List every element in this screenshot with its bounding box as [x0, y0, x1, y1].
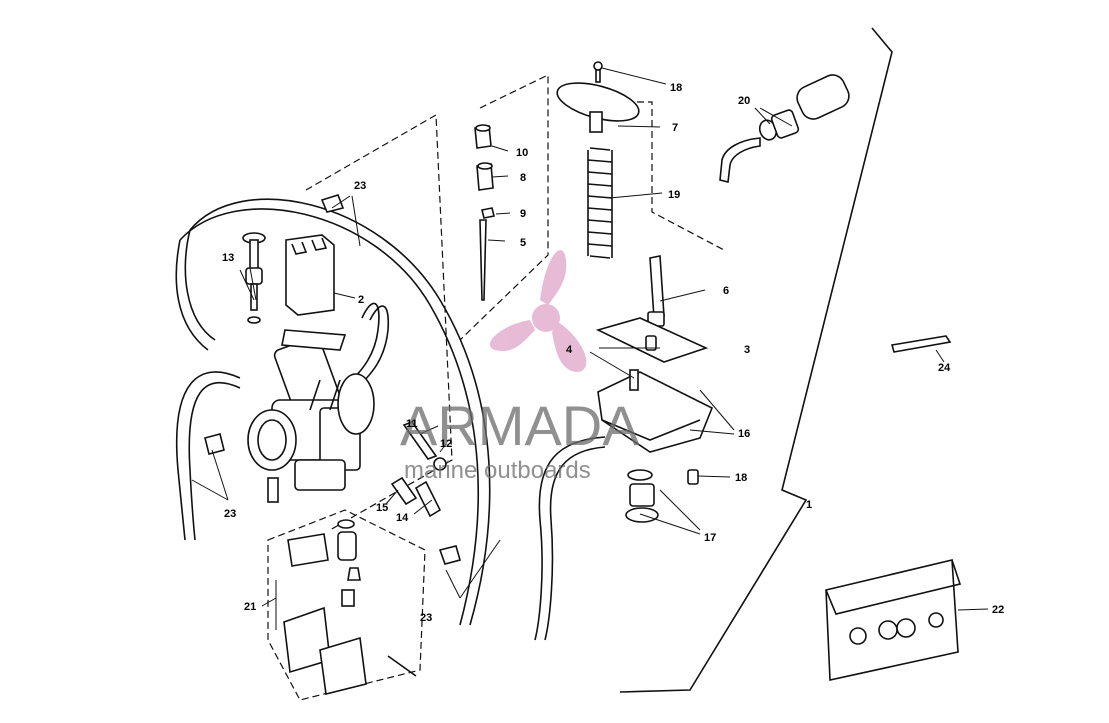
- callout-23-bottom: 23: [420, 612, 432, 624]
- throttle-elbow: [719, 74, 850, 183]
- callout-3: 3: [744, 344, 750, 356]
- callout-6: 6: [723, 285, 729, 297]
- callout-23-top: 23: [354, 180, 366, 192]
- callout-9: 9: [520, 208, 526, 220]
- callout-19: 19: [668, 189, 680, 201]
- vent-hose-short: [176, 302, 390, 541]
- throttle-spring: [587, 147, 613, 259]
- callout-24: 24: [938, 362, 951, 374]
- callout-leaders: [191, 67, 989, 630]
- callout-7: 7: [672, 122, 678, 134]
- idle-screw-assembly: [390, 421, 447, 518]
- jet-kit: [283, 519, 417, 695]
- callout-10: 10: [516, 147, 528, 159]
- watermark-logo: [489, 250, 587, 372]
- float-stem: [647, 255, 665, 327]
- callout-13: 13: [222, 252, 234, 264]
- dashed-frame-carb-parts: [267, 74, 725, 701]
- callout-22: 22: [992, 604, 1004, 616]
- watermark-tagline: marine outboards: [404, 457, 591, 484]
- callout-15: 15: [376, 502, 388, 514]
- bowl-screw: [687, 469, 699, 485]
- callout-21: 21: [244, 601, 256, 613]
- float-bowl-gasket: [595, 317, 709, 363]
- callout-18-top: 18: [670, 82, 682, 94]
- cover-block: [285, 234, 335, 316]
- callout-23-left: 23: [224, 508, 236, 520]
- callout-11: 11: [406, 418, 418, 430]
- hose-clip: [204, 194, 461, 565]
- choke-plunger: [242, 232, 266, 324]
- vent-hose-long: [179, 198, 491, 626]
- carb-top-cap: [556, 61, 640, 133]
- drain-plug: [625, 469, 659, 523]
- tie-strap: [890, 335, 952, 353]
- callout-4: 4: [566, 344, 573, 356]
- float-bowl: [597, 369, 714, 453]
- callout-1: 1: [806, 499, 812, 511]
- callout-2: 2: [358, 294, 364, 306]
- vent-hose-right: [534, 436, 606, 641]
- callout-17: 17: [704, 532, 716, 544]
- callout-20: 20: [738, 95, 750, 107]
- callout-12: 12: [440, 438, 452, 450]
- watermark-brand: ARMADA: [400, 394, 640, 457]
- vent-hose-left: [175, 229, 216, 351]
- callout-5: 5: [520, 237, 526, 249]
- callout-18-bottom: 18: [735, 472, 747, 484]
- kit-boundary-line: [619, 27, 893, 693]
- callout-8: 8: [520, 172, 526, 184]
- carburetor-body: [247, 329, 375, 503]
- callout-16: 16: [738, 428, 750, 440]
- callout-14: 14: [396, 512, 409, 524]
- needle-assembly: [474, 124, 495, 301]
- propeller-icon: [489, 250, 587, 372]
- jet-box: [825, 559, 962, 681]
